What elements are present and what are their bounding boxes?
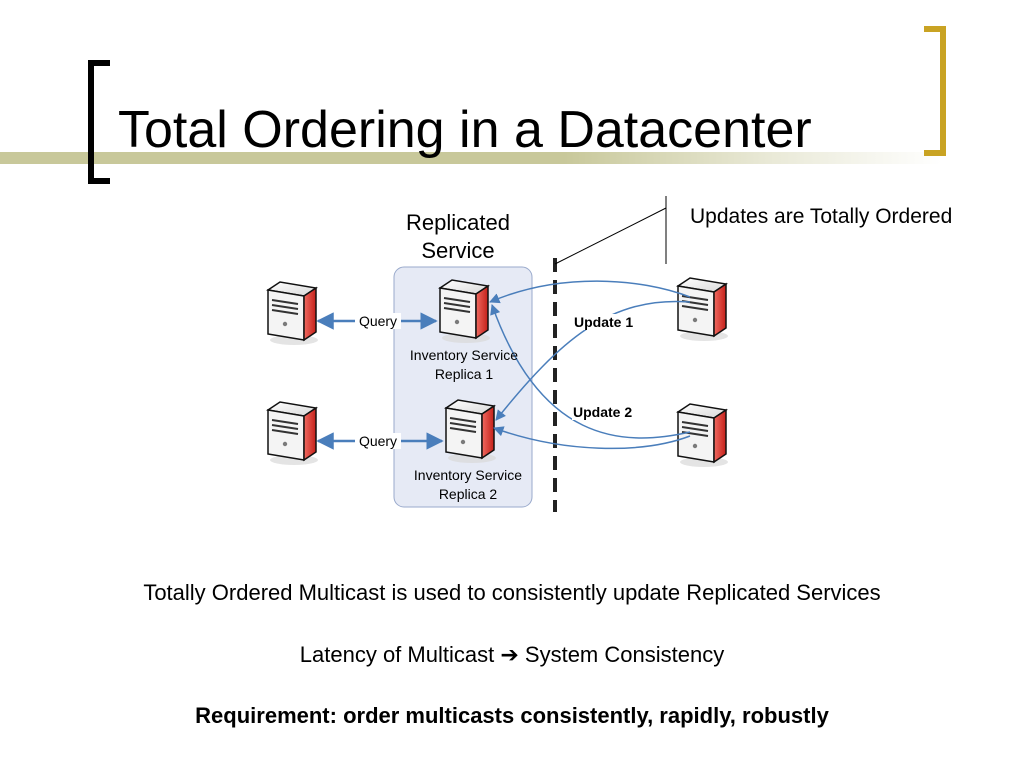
note-multicast-usage: Totally Ordered Multicast is used to con… xyxy=(143,580,881,605)
update2-to-replica2-arrow xyxy=(493,426,691,450)
update2-label: Update 2 xyxy=(572,404,634,420)
update-server-icon xyxy=(677,277,729,342)
title-underline-fade xyxy=(0,152,1024,164)
client-server-icon xyxy=(267,401,319,466)
right-bracket-decoration xyxy=(924,26,946,156)
slide-title: Total Ordering in a Datacenter xyxy=(118,101,812,159)
note-consistency-text: System Consistency xyxy=(524,642,725,667)
right-arrow-icon: ➔ xyxy=(500,643,519,668)
query-label-top: Query xyxy=(355,313,401,329)
update1-label: Update 1 xyxy=(573,314,635,330)
replica-server-icon xyxy=(445,399,497,464)
callout-line xyxy=(554,207,667,265)
client-server-icon xyxy=(267,281,319,346)
replicated-service-label: Replicated Service xyxy=(406,210,510,263)
note-latency-text: Latency of Multicast xyxy=(299,642,495,667)
update1-to-replica1-arrow xyxy=(489,280,691,304)
note-requirement: Requirement: order multicasts consistent… xyxy=(195,703,829,728)
replica-server-icon xyxy=(439,279,491,344)
replica1-label: Inventory Service Replica 1 xyxy=(409,347,519,382)
note-latency-consistency: Latency of Multicast ➔ System Consistenc… xyxy=(0,642,1024,668)
query-label-bottom: Query xyxy=(355,433,401,449)
callout-text: Updates are Totally Ordered xyxy=(690,205,953,228)
update-server-icon xyxy=(677,403,729,468)
update2-to-replica1-arrow xyxy=(490,304,691,439)
replica2-label: Inventory Service Replica 2 xyxy=(413,467,523,502)
left-bracket-decoration xyxy=(88,60,110,184)
